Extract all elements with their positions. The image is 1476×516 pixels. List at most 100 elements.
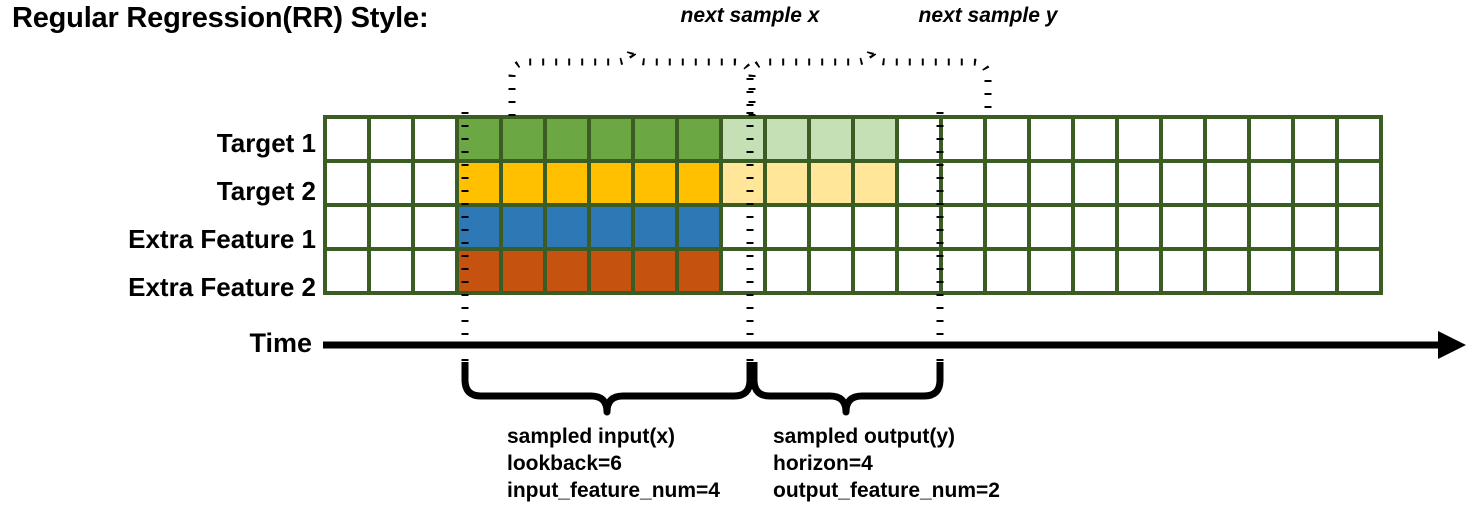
timeline-grid-cell [631, 159, 679, 207]
timeline-grid-row [323, 115, 1383, 163]
timeline-grid-cell [455, 203, 503, 251]
timeline-grid-cell [1027, 247, 1075, 295]
solid-brace-sampled-input [461, 362, 754, 416]
timeline-grid-cell [851, 159, 899, 207]
timeline-grid-cell [587, 203, 635, 251]
timeline-grid-cell [763, 247, 811, 295]
row-label-target-2: Target 2 [216, 176, 316, 206]
caption-output-line-3: output_feature_num=2 [773, 478, 1000, 502]
timeline-grid-cell [367, 203, 415, 251]
timeline-grid-cell [895, 115, 943, 163]
timeline-grid-cell [895, 159, 943, 207]
timeline-grid-cell [543, 247, 591, 295]
timeline-grid-cell [587, 115, 635, 163]
timeline-grid-cell [807, 159, 855, 207]
time-axis-arrowhead [1438, 331, 1466, 359]
timeline-grid-cell [1159, 115, 1207, 163]
timeline-grid-cell [411, 203, 459, 251]
timeline-grid-cell [983, 159, 1031, 207]
caption-input-line-1: sampled input(x) [507, 425, 676, 448]
timeline-grid-cell [323, 159, 371, 207]
timeline-grid-cell [851, 203, 899, 251]
timeline-grid-cell [1247, 203, 1295, 251]
timeline-grid-cell [1115, 115, 1163, 163]
timeline-grid-cell [499, 115, 547, 163]
timeline-grid-cell [1071, 247, 1119, 295]
timeline-grid-cell [499, 247, 547, 295]
timeline-grid-cell [411, 159, 459, 207]
timeline-grid-cell [1247, 247, 1295, 295]
brace-label-next-sample-x: next sample x [680, 4, 820, 27]
timeline-grid-cell [763, 203, 811, 251]
timeline-grid-cell [543, 159, 591, 207]
page-title: Regular Regression(RR) Style: [12, 2, 429, 34]
timeline-grid-cell [499, 203, 547, 251]
timeline-grid-cell [1335, 203, 1383, 251]
row-label-target-1: Target 1 [216, 128, 316, 158]
timeline-grid-cell [1159, 159, 1207, 207]
timeline-grid-cell [719, 159, 767, 207]
timeline-grid-cell [675, 159, 723, 207]
timeline-grid-cell [1159, 203, 1207, 251]
timeline-grid [323, 115, 1383, 295]
timeline-grid-cell [851, 115, 899, 163]
timeline-grid-cell [1247, 115, 1295, 163]
timeline-grid-cell [763, 115, 811, 163]
timeline-grid-body [323, 115, 1383, 295]
timeline-grid-cell [1335, 247, 1383, 295]
timeline-grid-cell [895, 203, 943, 251]
timeline-grid-cell [675, 247, 723, 295]
caption-input-line-2: lookback=6 [507, 451, 622, 475]
timeline-grid-cell [1027, 115, 1075, 163]
brace-label-next-sample-y: next sample y [918, 4, 1058, 27]
timeline-grid-cell [543, 203, 591, 251]
dotted-brace-next-sample-y [748, 47, 992, 116]
timeline-grid-cell [587, 159, 635, 207]
timeline-grid-cell [983, 203, 1031, 251]
timeline-grid-cell [807, 203, 855, 251]
timeline-grid-cell [719, 203, 767, 251]
timeline-grid-cell [1335, 115, 1383, 163]
timeline-grid-cell [1071, 159, 1119, 207]
timeline-grid-row [323, 203, 1383, 251]
timeline-grid-cell [1027, 203, 1075, 251]
timeline-grid-cell [1291, 115, 1339, 163]
timeline-grid-cell [323, 115, 371, 163]
timeline-grid-cell [587, 247, 635, 295]
timeline-grid-cell [1203, 115, 1251, 163]
timeline-grid-cell [367, 247, 415, 295]
timeline-grid-cell [1291, 247, 1339, 295]
timeline-grid-cell [1115, 247, 1163, 295]
timeline-grid-cell [455, 247, 503, 295]
dotted-brace-next-sample-x [508, 47, 754, 116]
timeline-grid-row [323, 159, 1383, 207]
timeline-grid-cell [1159, 247, 1207, 295]
timeline-grid-cell [1071, 115, 1119, 163]
timeline-grid-cell [939, 247, 987, 295]
timeline-grid-cell [1247, 159, 1295, 207]
timeline-grid-cell [1203, 159, 1251, 207]
caption-sampled-input: sampled input(x) lookback=6 input_featur… [507, 424, 720, 505]
timeline-grid-cell [807, 115, 855, 163]
timeline-grid-cell [763, 159, 811, 207]
timeline-grid-cell [983, 247, 1031, 295]
timeline-grid-cell [1203, 247, 1251, 295]
timeline-grid-cell [895, 247, 943, 295]
timeline-grid-cell [1291, 159, 1339, 207]
timeline-grid-cell [1115, 203, 1163, 251]
timeline-grid-cell [1203, 203, 1251, 251]
timeline-grid-cell [323, 203, 371, 251]
timeline-grid-cell [631, 247, 679, 295]
timeline-grid-cell [719, 247, 767, 295]
timeline-grid-cell [1027, 159, 1075, 207]
timeline-grid-cell [939, 159, 987, 207]
timeline-grid-cell [1071, 203, 1119, 251]
timeline-grid-cell [455, 159, 503, 207]
timeline-grid-cell [939, 203, 987, 251]
timeline-grid-cell [1335, 159, 1383, 207]
time-axis-label: Time [249, 328, 312, 358]
timeline-grid-cell [1115, 159, 1163, 207]
row-label-extra-feature-1: Extra Feature 1 [128, 224, 316, 254]
timeline-grid-cell [367, 159, 415, 207]
timeline-grid-cell [675, 115, 723, 163]
